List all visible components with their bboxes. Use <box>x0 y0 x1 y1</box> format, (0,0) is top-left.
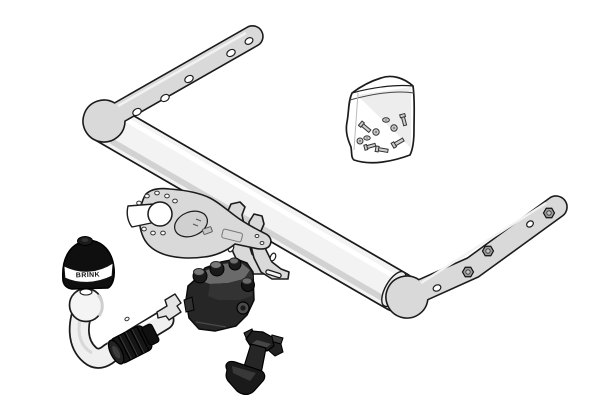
nut-icons <box>356 124 398 145</box>
plug-connector-part <box>225 328 284 395</box>
brand-band <box>63 262 114 283</box>
hex-bolt-icon <box>542 207 556 219</box>
oval-recess <box>174 210 208 238</box>
fasteners-bag-icon <box>345 75 416 164</box>
brand-label: BRINK <box>76 272 100 280</box>
swan-neck-tow-ball <box>68 287 182 369</box>
hex-bolt-icon <box>481 245 495 257</box>
insert-end <box>156 293 182 321</box>
tow-ball-cover: BRINK <box>62 236 115 290</box>
bolt-icons <box>357 112 408 154</box>
washer-icons <box>363 117 390 141</box>
left-mounting-bracket <box>82 25 264 143</box>
right-mounting-bracket <box>385 195 568 319</box>
socket-cutout-hole <box>147 201 173 227</box>
receiver-housing <box>183 257 255 332</box>
locking-knob <box>107 323 160 365</box>
hex-bolt-icon <box>461 266 475 278</box>
socket-mounting-plate <box>126 187 272 259</box>
